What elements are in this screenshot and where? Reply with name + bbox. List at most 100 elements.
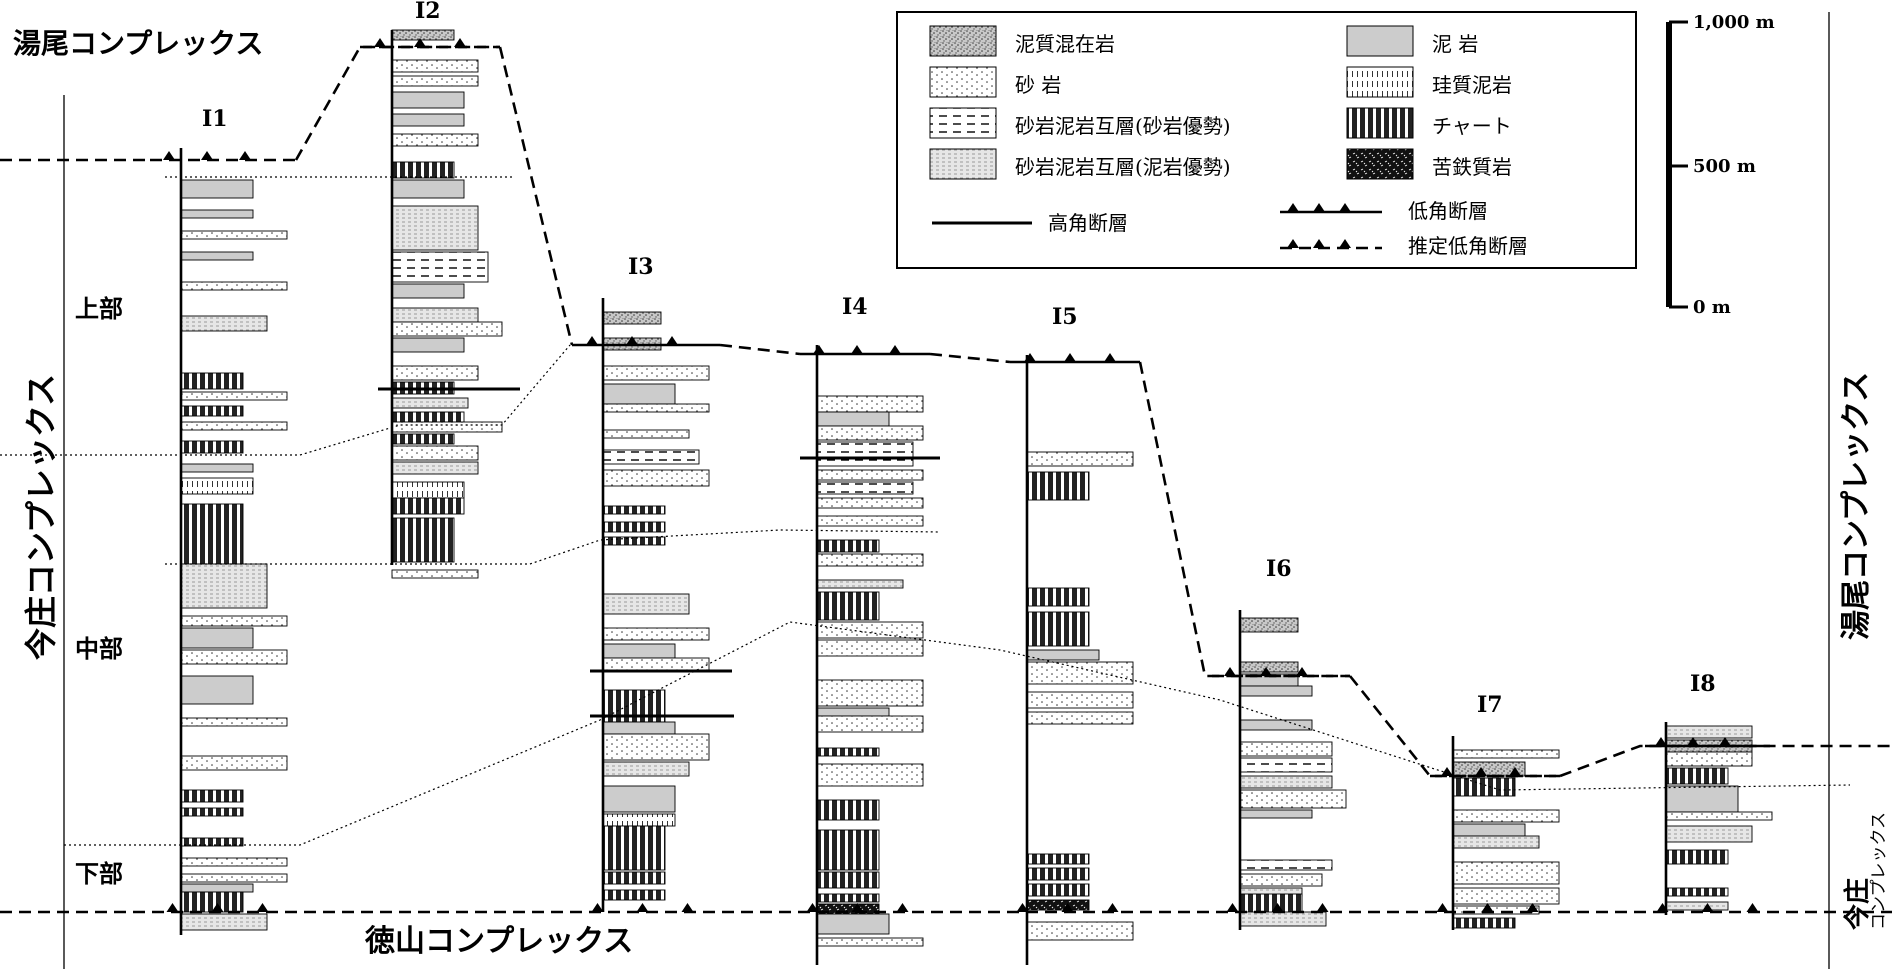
fault-tooth bbox=[1655, 737, 1667, 746]
layer-sandstone bbox=[1239, 741, 1333, 757]
yuo-boundary-i3-i4 bbox=[719, 343, 801, 356]
layer-chert bbox=[1026, 471, 1090, 501]
legend-swatch-chert bbox=[1346, 107, 1414, 139]
fault-tooth bbox=[813, 345, 825, 354]
fault-tooth bbox=[1656, 903, 1669, 912]
fault-tooth bbox=[1061, 903, 1074, 912]
layer-sandstone bbox=[180, 755, 288, 771]
scale-label-1000: 1,000 m bbox=[1693, 12, 1775, 33]
legend-label-alt-sand: 砂岩泥岩互層(砂岩優勢) bbox=[1015, 114, 1231, 138]
layer-chert bbox=[391, 517, 455, 563]
layer-sandstone bbox=[180, 615, 288, 627]
layer-sandstone bbox=[391, 445, 479, 461]
layer-mudstone bbox=[1239, 809, 1313, 819]
layer-sandstone bbox=[602, 627, 710, 641]
fault-tooth bbox=[1339, 203, 1351, 212]
layer-sandstone bbox=[602, 657, 710, 671]
fault-tooth bbox=[681, 903, 694, 912]
fault-tooth bbox=[851, 903, 864, 912]
legend-swatch-mafic bbox=[1346, 148, 1414, 180]
layer-chert bbox=[602, 871, 666, 885]
fault-tooth bbox=[889, 345, 901, 354]
fault-tooth bbox=[1226, 903, 1239, 912]
fault-tooth bbox=[1224, 667, 1236, 676]
legend-swatch-mudstone bbox=[1346, 25, 1414, 57]
layer-sandstone bbox=[816, 679, 924, 707]
layer-mudstone bbox=[391, 179, 465, 199]
layer-altmud bbox=[391, 205, 479, 251]
layer-mudstone bbox=[1665, 785, 1739, 813]
layer-altmud bbox=[1665, 725, 1753, 739]
legend-label-high-angle-fault: 高角断層 bbox=[1048, 211, 1128, 235]
layer-chert bbox=[602, 505, 666, 515]
fault-tooth bbox=[636, 903, 649, 912]
layer-sandstone bbox=[816, 763, 924, 787]
layer-chert bbox=[180, 891, 244, 913]
layer-chert bbox=[602, 825, 666, 871]
yuo-complex-top-label: 湯尾コンプレックス bbox=[13, 27, 263, 60]
layer-siliceous bbox=[602, 813, 676, 827]
layer-mudstone bbox=[391, 337, 465, 353]
fault-tooth bbox=[1687, 737, 1699, 746]
layer-sandstone bbox=[1665, 811, 1773, 821]
fault-tooth bbox=[1316, 903, 1329, 912]
lower-unit-label: 下部 bbox=[75, 859, 123, 888]
layer-sandstone bbox=[816, 395, 924, 413]
layer-mudstone bbox=[391, 91, 465, 109]
fault-tooth bbox=[851, 345, 863, 354]
imajo-complex-label: 今庄コンプレックス bbox=[22, 374, 60, 660]
tokuyama-complex-label: 徳山コンプレックス bbox=[364, 924, 633, 959]
layer-sandstone bbox=[816, 469, 924, 481]
layer-chert bbox=[602, 536, 666, 546]
layer-chert bbox=[816, 893, 880, 903]
upper-unit-label: 上部 bbox=[75, 294, 123, 323]
fault-tooth bbox=[1104, 353, 1116, 362]
layer-siliceous bbox=[391, 481, 465, 499]
layer-chert bbox=[816, 747, 880, 757]
layer-altmud bbox=[391, 307, 479, 323]
layer-altsand bbox=[391, 251, 489, 283]
layer-siliceous bbox=[180, 477, 254, 495]
layer-chert bbox=[1026, 611, 1090, 647]
layer-mudstone bbox=[602, 383, 676, 405]
yuo-boundary-rise-i8 bbox=[1559, 744, 1892, 778]
layer-mudstone bbox=[180, 251, 254, 261]
fault-tooth bbox=[211, 903, 224, 912]
legend-label-mafic: 苦鉄質岩 bbox=[1432, 155, 1512, 179]
faults bbox=[0, 38, 1892, 914]
fault-tooth bbox=[1064, 353, 1076, 362]
fault-tooth bbox=[1701, 903, 1714, 912]
fault-tooth bbox=[1313, 203, 1325, 212]
scale-label-500: 500 m bbox=[1693, 156, 1756, 177]
layer-sandstone bbox=[180, 281, 288, 291]
layer-altmud bbox=[1665, 825, 1753, 843]
layer-chert bbox=[180, 405, 244, 417]
layer-sandstone bbox=[816, 715, 924, 733]
fault-tooth bbox=[1024, 353, 1036, 362]
fault-tooth bbox=[256, 903, 269, 912]
layer-mudstone bbox=[816, 707, 890, 717]
layer-altmud bbox=[391, 461, 479, 475]
layer-sandstone bbox=[391, 365, 479, 381]
legend-label-chert: チャート bbox=[1432, 114, 1512, 138]
fault-tooth bbox=[163, 151, 175, 160]
column-label-i4: I4 bbox=[842, 294, 868, 320]
correlation-lines bbox=[0, 176, 1851, 846]
layer-chert bbox=[391, 497, 465, 515]
layer-mafic bbox=[1026, 899, 1090, 911]
layer-chert bbox=[1026, 587, 1090, 607]
yuo-boundary-i6 bbox=[1212, 667, 1350, 678]
layer-chert bbox=[391, 161, 455, 179]
fault-tooth bbox=[1475, 767, 1487, 776]
layer-sandstone bbox=[1452, 809, 1560, 823]
fault-tooth bbox=[1526, 903, 1539, 912]
fault-tooth bbox=[239, 151, 251, 160]
legend-label-alt-mud: 砂岩泥岩互層(泥岩優勢) bbox=[1015, 155, 1231, 179]
yuo-boundary-drop bbox=[498, 46, 574, 346]
fault-tooth bbox=[626, 336, 638, 345]
legend-swatch-alt-sand bbox=[929, 107, 997, 139]
legend-swatch-sandstone bbox=[929, 66, 997, 98]
column-label-i1: I1 bbox=[202, 106, 228, 132]
layer-altmud bbox=[180, 913, 268, 931]
fault-tooth bbox=[806, 903, 819, 912]
